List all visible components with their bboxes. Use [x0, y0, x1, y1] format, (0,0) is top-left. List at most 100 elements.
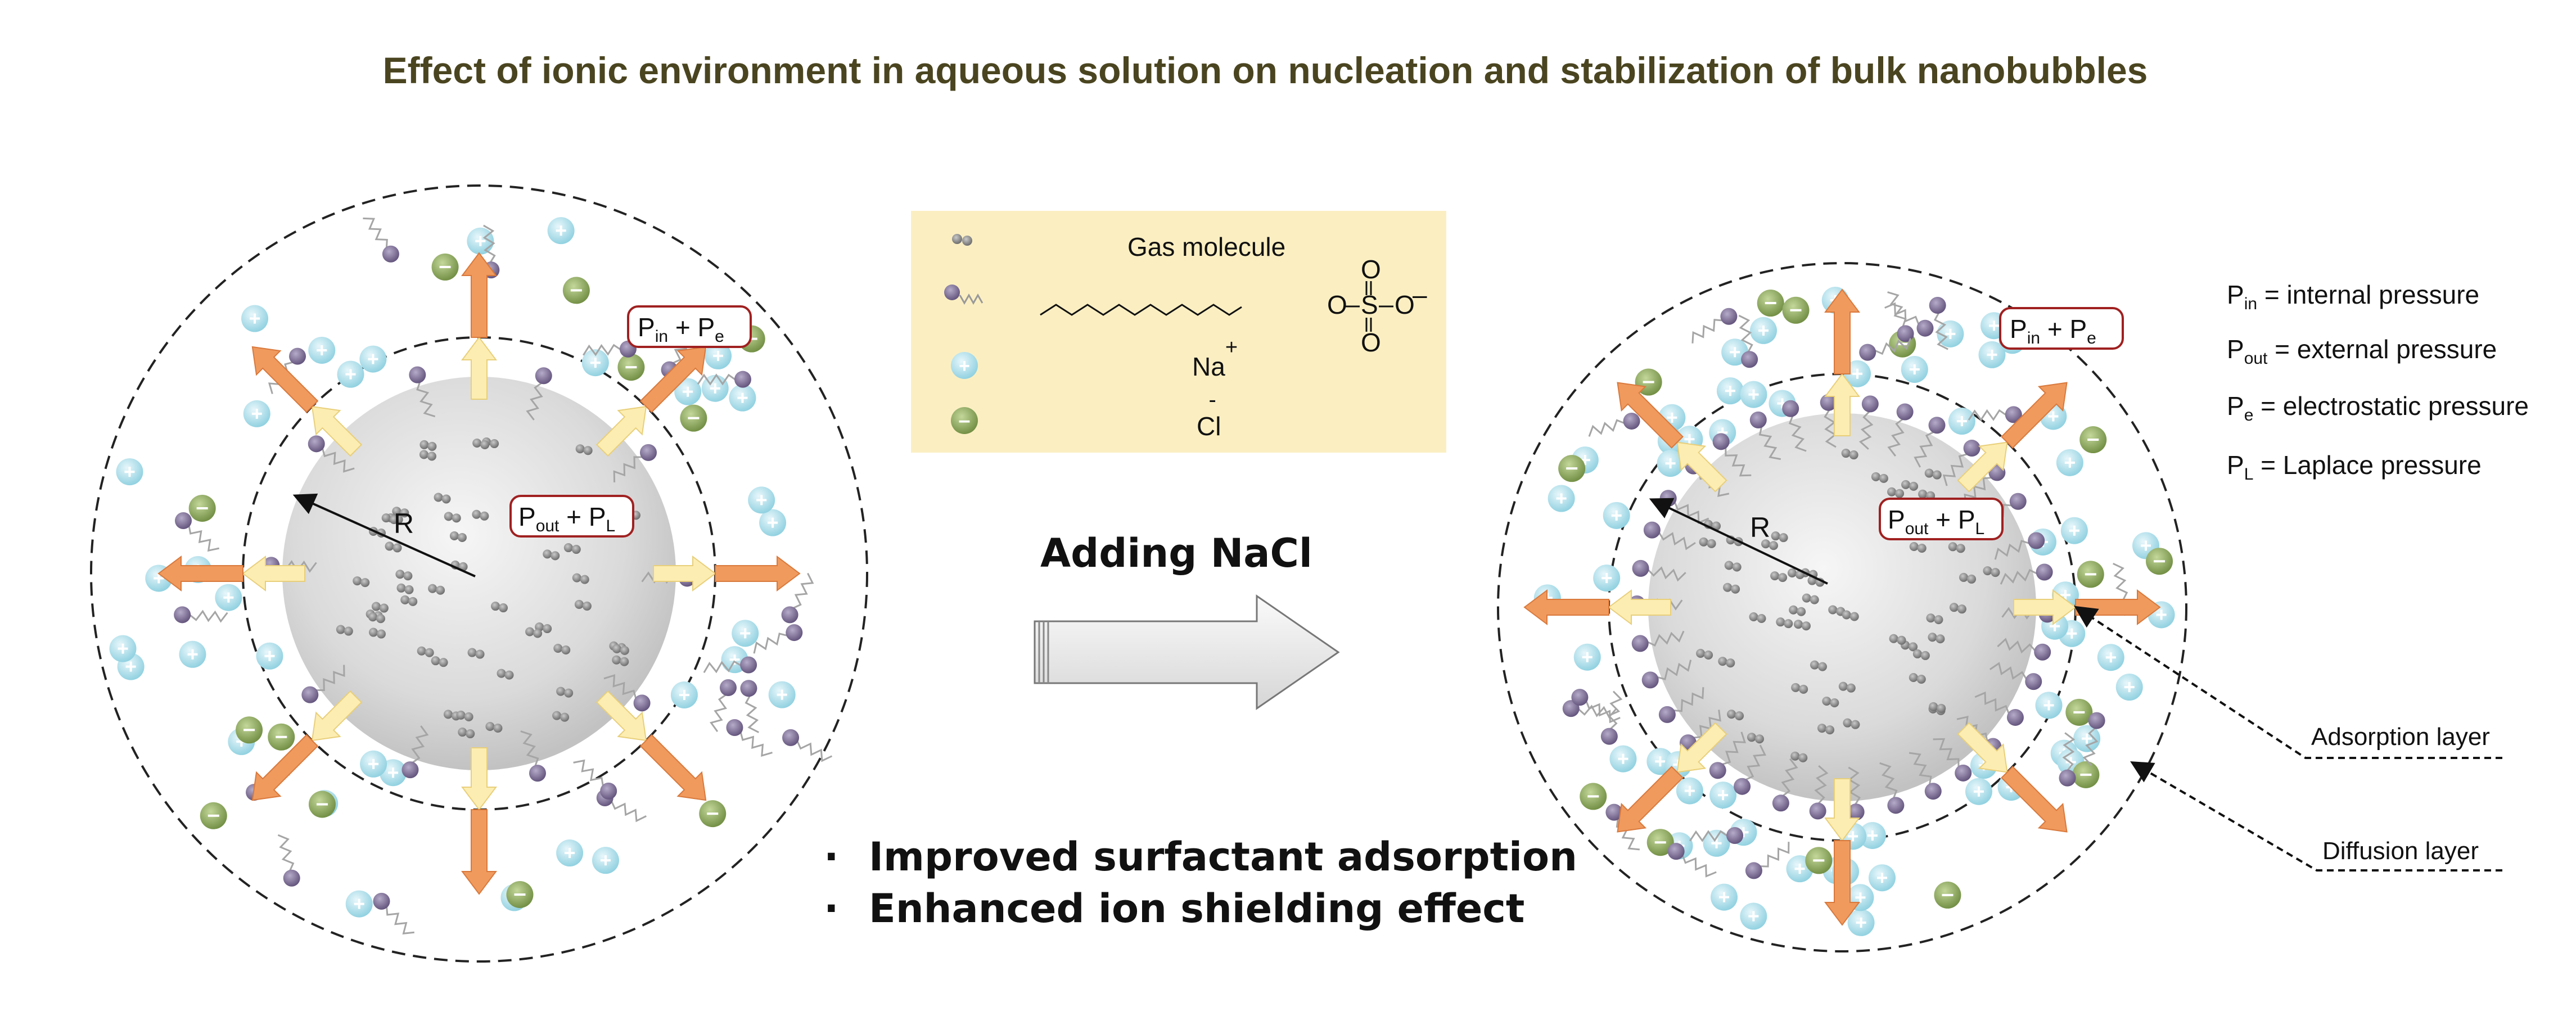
cation-icon — [109, 635, 137, 662]
definition-item: Pe = electrostatic pressure — [2227, 391, 2529, 425]
pressure-arrow — [1824, 373, 1860, 436]
gas-molecule-icon — [553, 643, 571, 654]
gas-molecule-icon — [371, 602, 389, 613]
cation-icon — [1978, 341, 2006, 368]
gas-molecule-icon — [1747, 733, 1764, 744]
surfactant-icon — [1933, 738, 1972, 782]
gas-molecule-icon — [1822, 696, 1839, 707]
surfactant-icon — [1887, 291, 1914, 342]
cation-icon — [1711, 883, 1738, 911]
gas-molecule-icon — [1949, 603, 1966, 614]
gas-molecule-icon — [368, 627, 386, 639]
svg-text:Pin + Pe: Pin + Pe — [638, 313, 724, 346]
bullet-dot: · — [824, 886, 839, 932]
right-gas-molecules — [1696, 449, 2000, 762]
gas-molecule-icon — [1924, 468, 1942, 480]
anion-icon — [617, 354, 645, 381]
pressure-arrow — [639, 734, 707, 801]
cation-icon — [1858, 821, 1886, 849]
right-nanobubble: R Pin + Pe Pout + PL Adsorption layer Di… — [1497, 262, 2502, 952]
anion-icon — [1646, 829, 1674, 856]
surfactant-icon — [2082, 712, 2105, 766]
cation-icon — [1603, 502, 1630, 529]
gas-molecule-icon — [1842, 610, 1859, 621]
cation-icon — [241, 305, 269, 332]
svg-text:O: O — [1327, 290, 1347, 319]
cation-icon — [1548, 485, 1575, 512]
pressure-arrow — [595, 690, 647, 742]
surfactant-icon — [573, 759, 617, 800]
definition-item: Pout = external pressure — [2227, 335, 2497, 368]
cation-icon — [359, 345, 387, 373]
surfactant-icon — [363, 217, 399, 263]
gas-molecule-icon — [1928, 633, 1945, 644]
surfactant-icon — [1641, 660, 1692, 689]
cation-icon — [116, 458, 143, 486]
gas-molecule-icon — [1909, 542, 1927, 553]
surfactant-icon — [1847, 766, 1865, 821]
left-nanobubble: R Pin + Pe Pout + PL — [90, 184, 868, 963]
cation-icon — [360, 750, 387, 778]
surfactant-icon — [1643, 521, 1696, 550]
cation-icon — [1937, 320, 1964, 347]
pressure-arrow — [2013, 589, 2077, 625]
gas-molecule-icon — [1793, 620, 1811, 631]
cation-icon — [1901, 355, 1928, 383]
pressure-arrow — [2001, 766, 2068, 833]
gas-molecule-icon — [1696, 648, 1713, 660]
gas-molecule-icon — [1983, 566, 2000, 577]
right-radius-label: R — [1750, 512, 1770, 543]
gas-molecule-icon — [525, 627, 543, 638]
surfactant-icon — [703, 656, 757, 674]
cation-icon — [1709, 782, 1737, 809]
gas-molecule-icon — [1770, 571, 1788, 583]
gas-molecule-icon — [417, 646, 434, 657]
gas-molecule-icon — [1841, 449, 1858, 460]
gas-molecule-icon — [1901, 480, 1919, 491]
cation-icon — [592, 847, 619, 874]
surfactant-icon — [1691, 308, 1738, 344]
gas-molecule-icon — [1791, 683, 1808, 694]
gas-molecule-icon — [449, 531, 467, 542]
surfactant-icon — [1879, 762, 1905, 814]
cation-icon — [2060, 517, 2088, 544]
svg-text:Pout + PL: Pout + PL — [518, 502, 615, 535]
cation-icon — [674, 378, 702, 405]
legend-chloride-label: Cl- — [1197, 387, 1221, 441]
cation-icon — [2056, 449, 2083, 476]
gas-molecule-icon — [1749, 612, 1766, 624]
surfactant-icon — [1745, 842, 1790, 879]
surfactant-icon — [1632, 559, 1686, 582]
gas-molecule-icon — [556, 687, 574, 698]
cation-icon — [670, 681, 698, 708]
legend-box: Gas molecule O S O – O O + Na+ – — [911, 211, 1446, 453]
cation-icon — [345, 890, 373, 918]
gas-molecule-icon — [1889, 634, 1906, 645]
anion-icon — [2077, 561, 2104, 588]
surfactant-icon — [1709, 732, 1746, 779]
surfactant-icon — [409, 366, 436, 418]
pressure-arrow — [1824, 840, 1860, 926]
anion-icon — [1782, 296, 1810, 324]
gas-molecule-icon — [444, 512, 461, 523]
svg-text:O: O — [1361, 255, 1381, 284]
pressure-arrow — [639, 346, 707, 413]
gas-molecule-icon — [1912, 649, 1930, 660]
surfactant-icon — [1914, 417, 1946, 468]
gas-molecule-icon — [353, 576, 370, 588]
surfactant-icon — [1605, 803, 1640, 851]
cation-icon — [732, 620, 759, 647]
left-radius-line — [292, 493, 476, 577]
gas-molecule-icon — [1887, 487, 1905, 498]
pressure-arrow — [1957, 722, 2008, 773]
diagram-title: Effect of ionic environment in aqueous s… — [383, 49, 2148, 91]
surfactant-icon — [1942, 440, 1981, 486]
gas-molecule-icon — [543, 549, 560, 561]
surfactant-icon — [1909, 752, 1942, 800]
anion-icon — [680, 404, 707, 432]
left-gas-molecules — [336, 437, 640, 739]
surfactant-icon — [613, 444, 657, 482]
left-inner-pressure-label: Pout + PL — [509, 495, 634, 538]
cation-icon — [1573, 643, 1601, 671]
gas-molecule-icon — [1929, 702, 1946, 713]
